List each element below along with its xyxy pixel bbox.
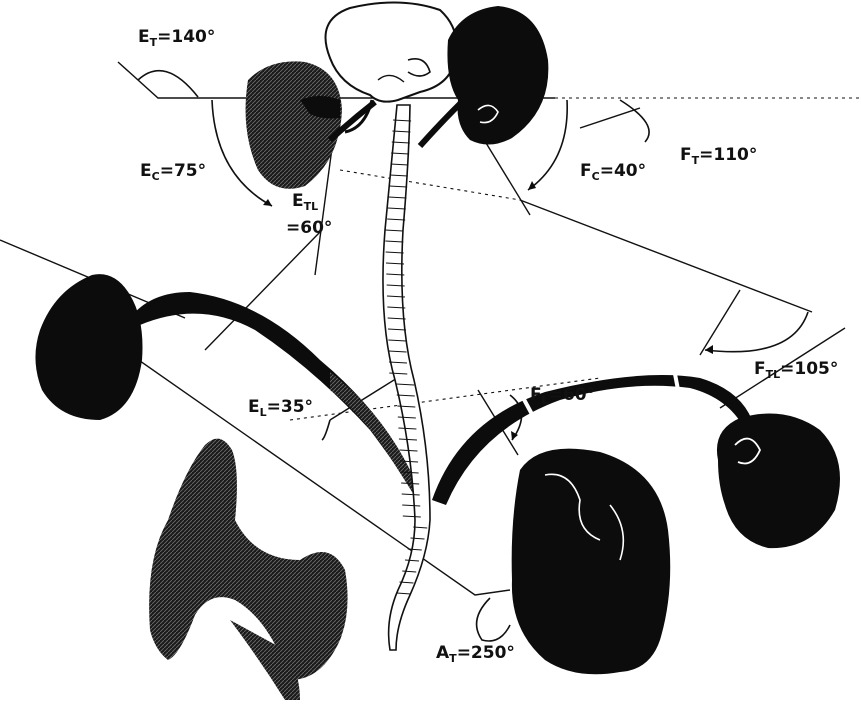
thoracic-flexion-line	[580, 108, 640, 128]
white-skull-top	[326, 2, 457, 101]
label-a-t: AT=250°	[436, 643, 515, 665]
e-l-arc	[322, 420, 330, 440]
black-head-left	[35, 274, 142, 420]
label-e-t: ET=140°	[138, 27, 215, 49]
crouched-figure	[512, 449, 671, 675]
backbend-figure	[149, 439, 347, 700]
spine-column	[383, 105, 430, 650]
hatched-skull-top-left	[246, 61, 342, 188]
black-skull-top-right	[447, 6, 548, 145]
thoracolumbar-flexion-line	[520, 200, 812, 312]
label-e-l: EL=35°	[248, 397, 313, 419]
label-f-l: FL=60°	[530, 385, 595, 407]
thoracolumbar-dashed	[340, 170, 520, 200]
label-e-tl-value: =60°	[286, 218, 332, 238]
f-t-arc	[620, 100, 649, 142]
label-f-c: FC=40°	[580, 161, 646, 183]
flexion-tl-ray	[700, 290, 740, 355]
e-t-arc	[138, 71, 198, 97]
label-f-t: FT=110°	[680, 145, 757, 167]
label-f-tl: FTL=105°	[754, 359, 838, 381]
label-e-tl: ETL	[292, 191, 318, 213]
black-head-right	[717, 414, 840, 549]
a-t-arc	[477, 598, 510, 641]
f-tl-arc	[705, 312, 808, 352]
label-e-c: EC=75°	[140, 161, 206, 183]
